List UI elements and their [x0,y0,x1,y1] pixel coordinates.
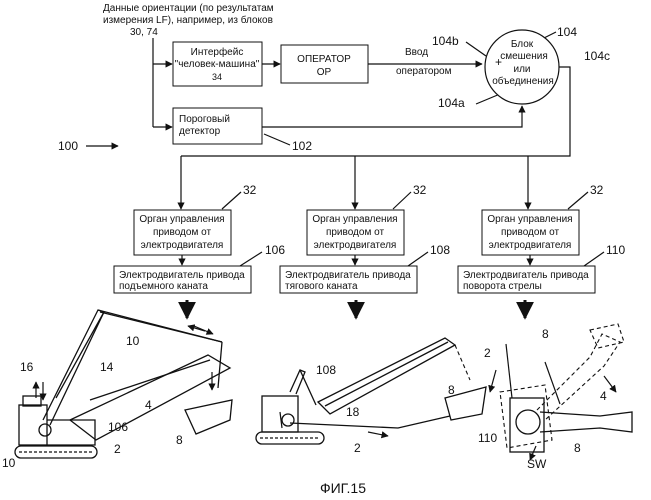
motor-1-ref: 106 [265,243,285,257]
motor-1-label-1: Электродвигатель привода [119,270,245,281]
m1-label-10-bottom: 10 [2,456,16,470]
ctrl-3-label-1: Орган управления [487,214,572,225]
motor-1-ref-leader [240,252,262,266]
ctrl-1-label-2: приводом от [153,227,211,238]
port-104c: 104c [584,49,610,63]
mixer-label-1: Блок [511,39,534,50]
mixer-ref: 104 [557,25,577,39]
machine-swing [490,324,632,460]
port-104b-leader [466,42,486,56]
m3-label-8-bottom: 8 [574,441,581,455]
motor-2-label-2: тягового каната [285,281,358,292]
m2-label-18: 18 [346,405,360,419]
motor-2-ref-leader [408,252,428,266]
motor-3-label-2: поворота стрелы [463,281,542,292]
m3-label-4: 4 [600,389,607,403]
m1-label-8: 8 [176,433,183,447]
motor-3-ref: 110 [606,243,625,257]
m2-label-108: 108 [316,363,336,377]
port-104b: 104b [432,34,459,48]
mixer-label-2: смешения [500,51,548,62]
ctrl-3-ref: 32 [590,183,604,197]
hmi-label-1: Интерфейс [191,46,244,58]
source-note-line-3: 30, 74 [130,27,158,38]
motor-3-label-1: Электродвигатель привода [463,270,589,281]
port-104a: 104a [438,96,465,110]
system-ref: 100 [58,139,78,153]
port-104a-leader [476,94,500,104]
motor-2-ref: 108 [430,243,450,257]
arrow-threshold-mixer [262,106,522,127]
ctrl-2-ref-leader [393,192,411,209]
ctrl-2-label-2: приводом от [326,227,384,238]
m2-label-8: 8 [448,383,455,397]
motor-1-label-2: подъемного каната [119,281,208,292]
motor-2-label-1: Электродвигатель привода [285,270,411,281]
m3-label-sw: SW [527,457,547,471]
source-note-line-1: Данные ориентации (по результатам [103,3,274,14]
ctrl-3-label-3: электродвигателя [489,240,572,251]
hmi-label-2: "человек-машина" [175,59,260,70]
m1-label-2: 2 [114,442,121,456]
ctrl-3-ref-leader [568,192,588,209]
threshold-ref-leader [264,134,290,145]
operator-input-1: Ввод [405,47,428,58]
ctrl-2-label-3: электродвигателя [314,240,397,251]
source-note-line-2: измерения LF), например, из блоков [103,14,273,26]
m3-label-8-top: 8 [542,327,549,341]
m1-label-106: 106 [108,420,128,434]
ctrl-2-label-1: Орган управления [312,214,397,225]
threshold-ref: 102 [292,139,312,153]
machine-hoist [15,310,232,458]
hmi-ref: 34 [212,72,222,82]
m1-label-10-top: 10 [126,334,140,348]
operator-label-2: OP [317,67,332,78]
ctrl-3-label-2: приводом от [501,227,559,238]
m3-label-2: 2 [484,346,491,360]
m1-label-16: 16 [20,360,34,374]
m3-label-110: 110 [478,431,497,445]
mixer-label-3: или [513,64,530,75]
m2-label-2: 2 [354,441,361,455]
threshold-label-1: Пороговый [179,114,230,125]
ctrl-1-label-1: Орган управления [139,214,224,225]
ctrl-1-label-3: электродвигателя [141,240,224,251]
mixer-label-4: объединения [492,75,554,87]
ctrl-1-ref-leader [222,192,241,209]
operator-label-1: ОПЕРАТОР [297,54,351,65]
m1-label-4: 4 [145,398,152,412]
ctrl-1-ref: 32 [243,183,257,197]
figure-caption: ФИГ.15 [320,480,366,496]
ctrl-2-ref: 32 [413,183,427,197]
threshold-label-2: детектор [179,126,221,137]
m1-label-14: 14 [100,360,114,374]
motor-3-ref-leader [584,252,604,266]
operator-input-2: оператором [396,66,452,77]
